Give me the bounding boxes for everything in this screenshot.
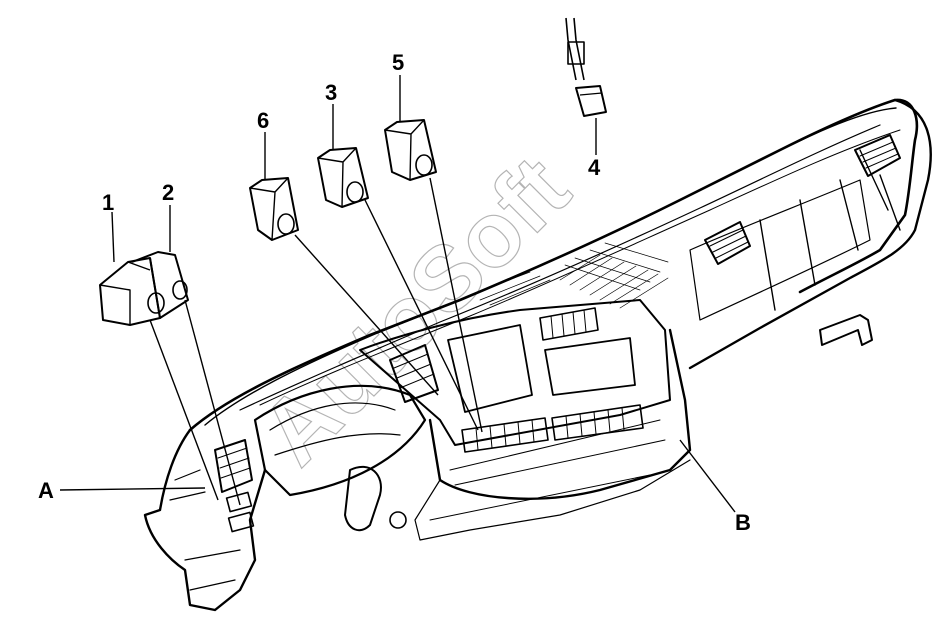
steering-column xyxy=(344,465,382,532)
right-air-vent-inner xyxy=(704,221,751,265)
dashboard-left-face xyxy=(169,469,241,591)
dashboard-right-end xyxy=(688,98,932,370)
switch-pack-1-2 xyxy=(99,251,189,326)
switch-4-with-connector xyxy=(565,17,607,117)
leader-5 xyxy=(429,177,483,433)
lower-right-switch-bank xyxy=(551,404,644,441)
switch-3 xyxy=(317,147,369,208)
callout-B: B xyxy=(735,510,751,535)
dashboard-right-face xyxy=(759,149,901,311)
dashboard-mesh xyxy=(469,242,669,309)
callout-4: 4 xyxy=(588,155,601,180)
leader-6 xyxy=(294,234,439,396)
leader-A xyxy=(59,487,206,491)
dashboard-top-rib-2 xyxy=(259,129,901,406)
leader-2 xyxy=(184,299,241,506)
callout-5: 5 xyxy=(392,50,404,75)
switch-2-rocker xyxy=(147,292,165,314)
dashboard-assembly xyxy=(143,98,932,612)
right-display-screen xyxy=(544,337,636,396)
instrument-cluster-hood xyxy=(253,384,427,497)
callout-2: 2 xyxy=(162,180,174,205)
switch-5 xyxy=(384,119,437,181)
leader-B xyxy=(679,439,736,513)
dashboard-lower-ribs xyxy=(429,419,666,521)
left-switch-slots xyxy=(225,491,255,533)
callout-A: A xyxy=(38,478,54,503)
switch-2b-rocker xyxy=(172,280,188,300)
leader-1 xyxy=(149,319,219,501)
leader-lines xyxy=(59,75,736,513)
callout-6: 6 xyxy=(257,108,269,133)
dashboard-left-end xyxy=(143,428,267,612)
instrument-cluster-inner xyxy=(269,402,401,456)
right-support-bracket xyxy=(819,314,873,346)
left-display-screen xyxy=(447,324,533,413)
right-air-vent-outer xyxy=(854,134,901,177)
top-switch-bank xyxy=(539,307,599,341)
dashboard-lower-outline xyxy=(428,328,692,500)
leader-3 xyxy=(364,199,479,431)
callout-labels: 1 2 6 3 5 4 A B xyxy=(38,50,751,535)
center-air-vent xyxy=(389,344,439,403)
callout-3: 3 xyxy=(325,80,337,105)
ignition-knob xyxy=(389,511,407,529)
center-console-frame xyxy=(359,299,671,446)
lower-left-switch-bank xyxy=(461,417,549,453)
dashboard-top-inner xyxy=(204,107,897,426)
dashboard-top-outline xyxy=(188,98,919,432)
dashboard-lower-face xyxy=(414,459,691,541)
callout-1: 1 xyxy=(102,190,114,215)
switch-6 xyxy=(249,177,299,241)
left-air-vent xyxy=(214,439,253,493)
dashboard-top-rib-1 xyxy=(239,124,881,411)
leader-1-stub xyxy=(111,211,115,263)
